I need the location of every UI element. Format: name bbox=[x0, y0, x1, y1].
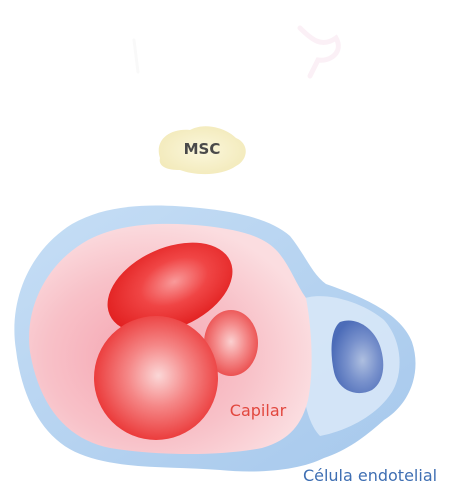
msc-label: MSC bbox=[184, 140, 221, 158]
red-blood-cell-large bbox=[94, 316, 218, 440]
capilar-label: Capilar bbox=[230, 401, 287, 420]
msc-cell: MSC bbox=[159, 126, 246, 174]
background-faint-marks bbox=[134, 28, 338, 76]
celula-endotelial-label: Célula endotelial bbox=[303, 466, 437, 485]
